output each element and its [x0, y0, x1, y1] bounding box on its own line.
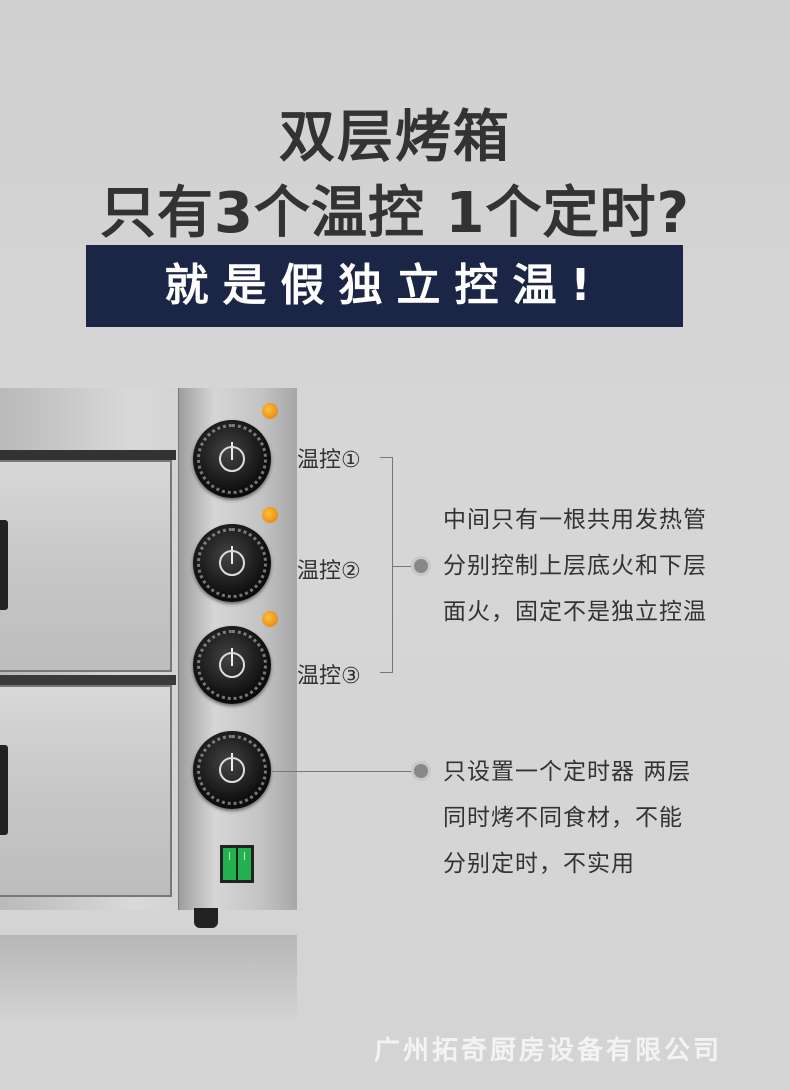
power-switch-1[interactable]: |: [223, 848, 236, 880]
indicator-lamp-3: [262, 611, 278, 627]
oven-foot: [194, 908, 218, 928]
door-handle-upper: [0, 520, 8, 610]
temp-desc-line-2: 分别控制上层底火和下层: [443, 553, 707, 579]
floor-reflection: [0, 935, 297, 1025]
company-watermark: 广州拓奇厨房设备有限公司: [374, 1036, 723, 1066]
timer-desc-line-2: 同时烤不同食材，不能: [443, 805, 683, 831]
timer-knob[interactable]: [193, 731, 271, 809]
power-switch-2[interactable]: |: [238, 848, 251, 880]
temp-control-3-label: 温控③: [297, 664, 361, 689]
headline-banner: 就是假独立控温!: [86, 245, 683, 327]
oven-door-lower: [0, 685, 172, 897]
temp-connector-line: [392, 566, 414, 567]
timer-desc-line-3: 分别定时，不实用: [443, 851, 635, 877]
temperature-knob-3[interactable]: [193, 626, 271, 704]
indicator-lamp-1: [262, 403, 278, 419]
door-handle-lower: [0, 745, 8, 835]
temp-control-1-label: 温控①: [297, 448, 361, 473]
headline-line-2: 只有3个温控 1个定时?: [100, 181, 690, 246]
temp-control-2-label: 温控②: [297, 559, 361, 584]
temp-desc-line-3: 面火，固定不是独立控温: [443, 599, 707, 625]
power-switches[interactable]: | |: [220, 845, 254, 883]
oven-door-upper: [0, 460, 172, 672]
temperature-knob-1[interactable]: [193, 420, 271, 498]
door-gap-upper: [0, 450, 176, 460]
headline-line-1: 双层烤箱: [279, 105, 511, 170]
temp-desc-line-1: 中间只有一根共用发热管: [443, 507, 707, 533]
door-gap-lower: [0, 675, 176, 685]
timer-connector-dot: [414, 764, 428, 778]
temp-controls-bracket: [380, 457, 393, 673]
temp-description: 中间只有一根共用发热管 分别控制上层底火和下层 面火，固定不是独立控温: [443, 497, 707, 635]
indicator-lamp-2: [262, 507, 278, 523]
timer-desc-line-1: 只设置一个定时器 两层: [443, 759, 692, 785]
timer-connector-line: [272, 771, 414, 772]
temp-connector-dot: [414, 559, 428, 573]
timer-description: 只设置一个定时器 两层 同时烤不同食材，不能 分别定时，不实用: [443, 749, 691, 887]
temperature-knob-2[interactable]: [193, 524, 271, 602]
